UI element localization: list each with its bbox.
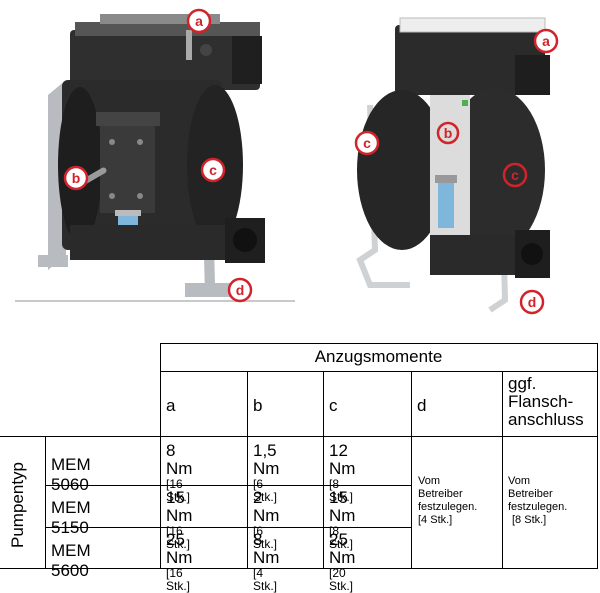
row-model: MEM 5150: [51, 498, 91, 537]
row-cell-c: 15 Nm[8 Stk.]: [329, 488, 356, 551]
cell-d-note: Vom Betreiber festzulegen. [4 Stk.]: [418, 475, 478, 526]
row-cell-b: 1,5 Nm[6 Stk.]: [253, 441, 280, 504]
column-header-c: c: [329, 396, 338, 415]
row-model: MEM 5600: [51, 541, 91, 580]
column-header-flange: ggf. Flansch- anschluss: [508, 374, 584, 429]
callout-b: b: [436, 121, 460, 145]
svg-text:b: b: [72, 170, 81, 186]
svg-text:c: c: [511, 167, 519, 183]
column-header-b: b: [253, 396, 263, 415]
callout-a: a: [533, 28, 559, 54]
callout-c-right: c: [502, 162, 528, 188]
pump-right-drawing: a b c c d: [354, 17, 559, 315]
group-header-anzugsmomente: Anzugsmomente: [314, 347, 443, 366]
cell-flange-note: Vom Betreiber festzulegen. [8 Stk.]: [508, 475, 568, 526]
callout-c-left: c: [354, 130, 380, 156]
callout-d: d: [227, 277, 253, 303]
pump-illustration-left: a b c d: [0, 0, 300, 310]
svg-text:a: a: [195, 13, 203, 29]
callout-d: d: [519, 289, 545, 315]
svg-text:b: b: [444, 125, 453, 141]
row-cell-a: 15 Nm[16 Stk.]: [166, 488, 193, 551]
row-cell-c: 12 Nm[8 Stk.]: [329, 441, 356, 504]
callout-c: c: [200, 157, 226, 183]
callout-b: b: [63, 165, 89, 191]
column-header-a: a: [166, 396, 176, 415]
row-cell-b: 8 Nm[4 Stk.]: [253, 530, 280, 593]
row-cell-b: 2 Nm[6 Stk.]: [253, 488, 280, 551]
column-header-d: d: [417, 396, 427, 415]
svg-text:c: c: [209, 162, 217, 178]
pump-illustration-right: a b c c d: [330, 0, 600, 320]
row-model: MEM 5060: [51, 455, 91, 494]
row-cell-a: 8 Nm[16 Stk.]: [166, 441, 193, 504]
svg-text:c: c: [363, 135, 371, 151]
row-cell-c: 25 Nm[20 Stk.]: [329, 530, 356, 593]
row-group-label-pumpentyp: Pumpentyp: [8, 462, 27, 548]
svg-text:d: d: [236, 282, 245, 298]
row-cell-a: 25 Nm[16 Stk.]: [166, 530, 193, 593]
callout-a: a: [186, 8, 212, 34]
svg-text:d: d: [528, 294, 537, 310]
svg-text:a: a: [542, 33, 550, 49]
pump-left-drawing: a b c d: [15, 8, 295, 303]
